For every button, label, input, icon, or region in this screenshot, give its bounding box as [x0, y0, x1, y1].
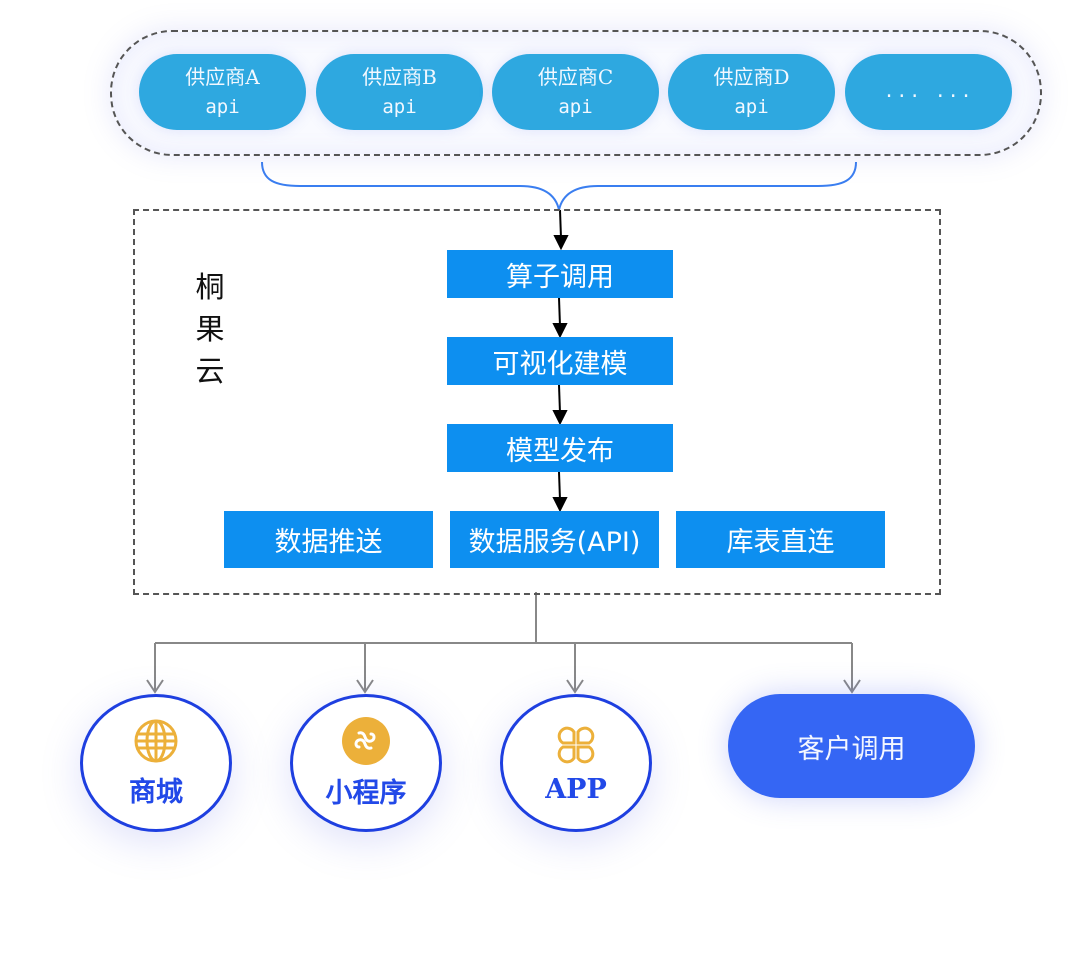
supplier-api: api: [205, 96, 240, 118]
platform-name-char: 果: [195, 312, 225, 346]
platform-name-char: 桐: [195, 270, 225, 304]
more-ellipsis: ... ...: [883, 81, 974, 102]
customer-call-pill[interactable]: 客户调用: [728, 694, 975, 798]
platform-name: 桐 果 云: [193, 266, 227, 392]
output-data-push[interactable]: 数据推送: [224, 511, 433, 568]
pipeline-arrows: [552, 209, 569, 513]
step-operator-call[interactable]: 算子调用: [447, 250, 673, 298]
supplier-brace: [261, 161, 857, 211]
supplier-api: api: [382, 96, 417, 118]
endpoint-mini-program[interactable]: 小程序: [290, 694, 442, 832]
supplier-name: 供应商C: [537, 65, 614, 89]
supplier-api: api: [558, 96, 593, 118]
supplier-c-pill[interactable]: 供应商C api: [492, 54, 659, 130]
supplier-api: api: [734, 96, 769, 118]
platform-box: [133, 209, 941, 595]
supplier-d-pill[interactable]: 供应商D api: [668, 54, 835, 130]
supplier-name: 供应商A: [185, 65, 260, 89]
supplier-b-pill[interactable]: 供应商B api: [316, 54, 483, 130]
mini-program-icon: [342, 716, 390, 765]
app-grid-icon: [557, 726, 595, 763]
endpoint-app[interactable]: APP: [500, 694, 652, 832]
platform-name-char: 云: [195, 354, 225, 388]
endpoint-mall[interactable]: 商城: [80, 694, 232, 832]
supplier-name: 供应商B: [362, 65, 437, 89]
distribution-tree: [146, 592, 861, 694]
endpoint-label: 小程序: [325, 777, 407, 809]
endpoint-label: APP: [545, 773, 607, 805]
output-data-service-api[interactable]: 数据服务(API): [450, 511, 659, 568]
endpoint-label: 商城: [129, 776, 183, 808]
supplier-name: 供应商D: [713, 65, 790, 89]
supplier-a-pill[interactable]: 供应商A api: [139, 54, 306, 130]
step-model-publish[interactable]: 模型发布: [447, 424, 673, 472]
supplier-more-pill[interactable]: ... ...: [845, 54, 1012, 130]
step-visual-modeling[interactable]: 可视化建模: [447, 337, 673, 385]
output-table-direct[interactable]: 库表直连: [676, 511, 885, 568]
globe-icon: [134, 719, 178, 762]
